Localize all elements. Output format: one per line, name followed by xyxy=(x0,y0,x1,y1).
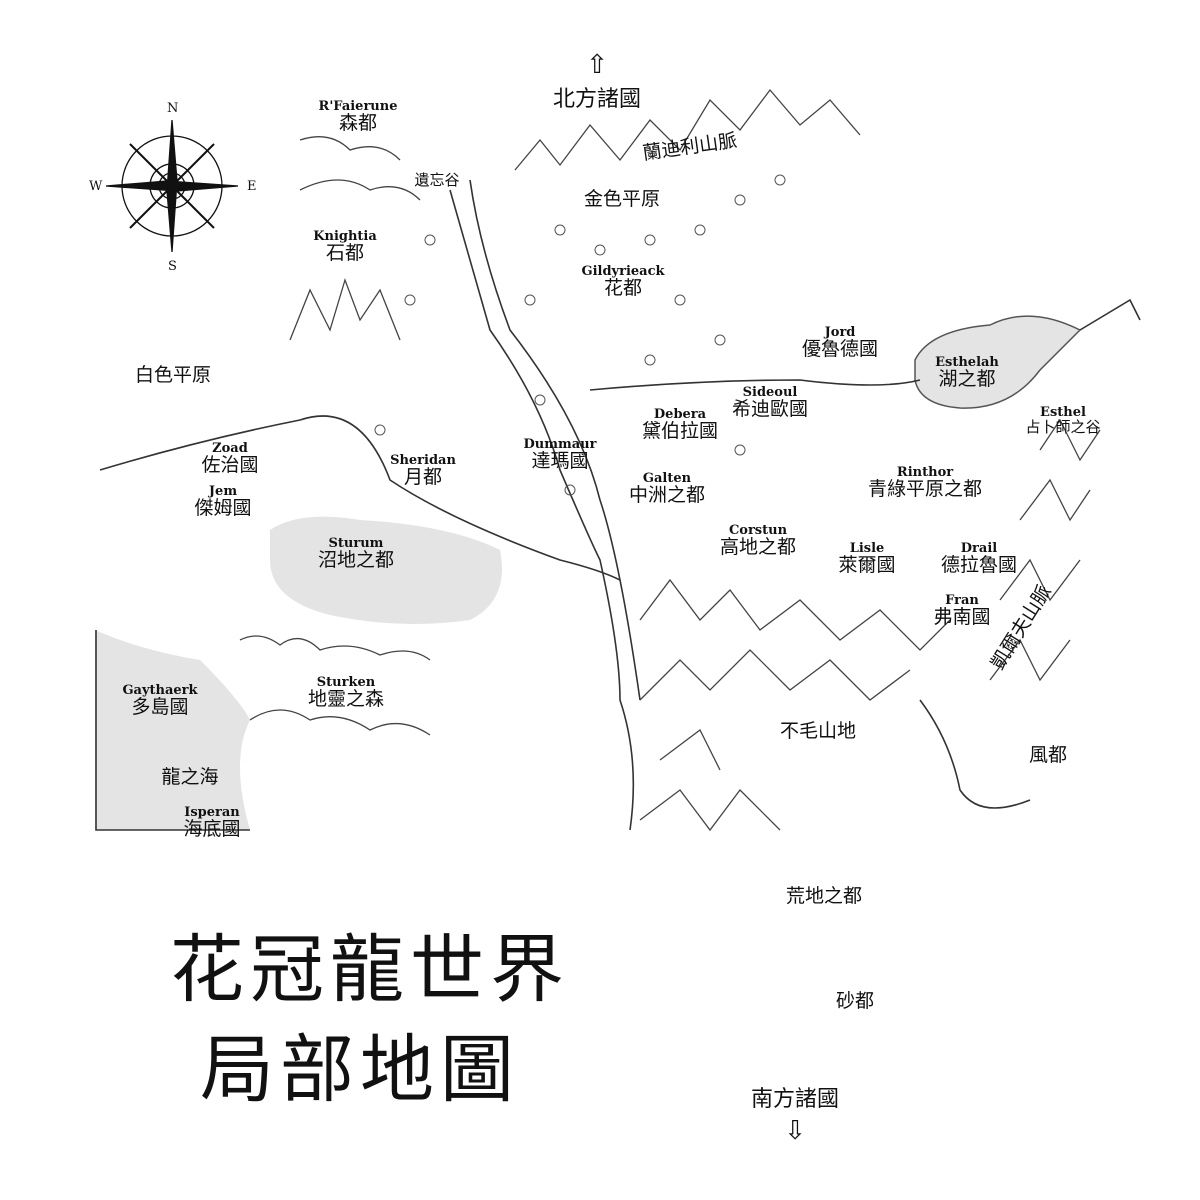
north-arrow-icon: ⇧ xyxy=(586,50,608,80)
compass-east: E xyxy=(247,179,257,194)
region-barren-highlands: 不毛山地 xyxy=(779,720,857,742)
region-golden-plain: 金色平原 xyxy=(583,188,661,210)
region-wind-capital: 風都 xyxy=(1028,744,1068,766)
compass-north: N xyxy=(167,101,179,116)
river-main xyxy=(449,189,635,831)
compass-rose xyxy=(105,119,239,253)
swamp xyxy=(270,516,502,624)
mountains xyxy=(239,88,1101,832)
river-west xyxy=(99,415,621,581)
region-white-plain: 白色平原 xyxy=(134,364,212,386)
region-sand-capital: 砂都 xyxy=(835,990,875,1012)
north-kingdoms-label: 北方諸國 xyxy=(552,87,642,112)
region-dragon-sea: 龍之海 xyxy=(161,766,219,788)
coast xyxy=(95,630,250,831)
south-arrow-icon: ⇩ xyxy=(784,1116,806,1146)
flowers xyxy=(374,174,786,496)
dragon-sea xyxy=(95,630,250,830)
map-title-line2: 局部地圖 xyxy=(200,1027,520,1113)
compass-south: S xyxy=(168,259,177,274)
region-wasteland-capital: 荒地之都 xyxy=(785,885,863,907)
map-title-line1: 花冠龍世界 xyxy=(170,927,570,1013)
south-kingdoms-label: 南方諸國 xyxy=(750,1087,840,1112)
region-forgotten-valley: 遺忘谷 xyxy=(414,171,460,189)
compass-west: W xyxy=(89,179,103,194)
